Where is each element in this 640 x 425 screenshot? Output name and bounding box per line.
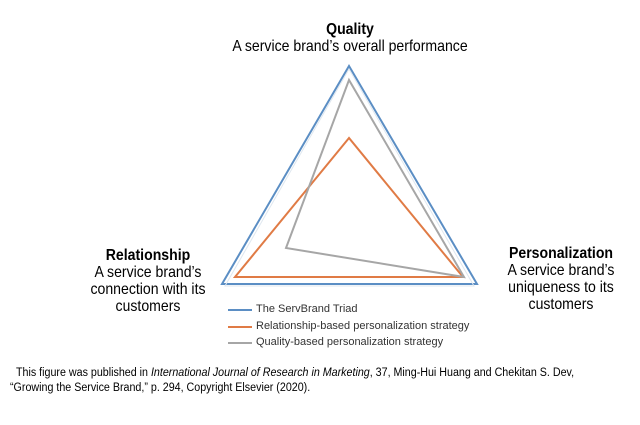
relationship-title: Relationship — [105, 247, 191, 264]
relationship-desc-line: connection with its — [90, 281, 206, 298]
citation-line-1: This figure was published in Internation… — [16, 367, 574, 379]
citation-suffix: , 37, Ming-Hui Huang and Chekitan S. Dev… — [369, 367, 575, 379]
servbrand-triad-triangle — [220, 64, 479, 285]
relationship-desc-line: customers — [115, 298, 181, 315]
personalization-title: Personalization — [508, 245, 614, 262]
personalization-label: Personalization A service brand’s unique… — [491, 245, 632, 313]
citation-line-2: “Growing the Service Brand,” p. 294, Cop… — [10, 382, 311, 394]
quality-label: Quality A service brand’s overall perfor… — [218, 21, 482, 55]
quality-strategy-triangle — [284, 77, 466, 279]
personalization-desc-line: uniqueness to its — [508, 279, 614, 296]
relationship-desc-line: A service brand’s — [94, 264, 202, 281]
legend-item-triad: The ServBrand Triad — [256, 303, 358, 315]
citation-prefix: This figure was published in — [16, 367, 151, 379]
quality-title: Quality — [326, 21, 374, 38]
citation-journal: International Journal of Research in Mar… — [150, 367, 370, 379]
legend-item-relationship: Relationship-based personalization strat… — [256, 320, 470, 332]
personalization-desc-line: A service brand’s — [507, 262, 615, 279]
legend-item-quality: Quality-based personalization strategy — [256, 336, 444, 348]
personalization-desc-line: customers — [528, 296, 594, 313]
relationship-strategy-triangle — [232, 136, 466, 278]
quality-desc: A service brand’s overall performance — [232, 38, 468, 55]
shadow — [224, 67, 475, 287]
relationship-label: Relationship A service brand’s connectio… — [78, 247, 219, 315]
